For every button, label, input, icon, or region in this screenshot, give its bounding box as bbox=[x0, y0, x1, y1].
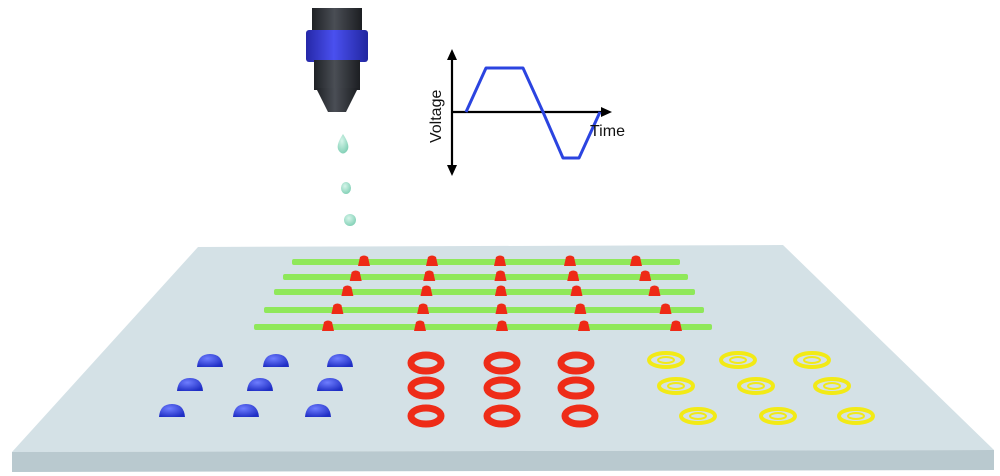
line-crossing-bump bbox=[322, 320, 334, 331]
printed-red-rings bbox=[407, 351, 599, 428]
line-crossing-bump bbox=[417, 303, 430, 314]
droplet bbox=[344, 214, 356, 226]
yellow-ring-inner bbox=[823, 382, 841, 390]
red-ring bbox=[561, 404, 599, 428]
substrate-top-surface bbox=[12, 245, 994, 452]
y-axis-label: Voltage bbox=[428, 90, 445, 143]
yellow-ring-inner bbox=[747, 382, 765, 390]
line-crossing-bump bbox=[331, 303, 344, 314]
line-crossing-bump bbox=[494, 270, 507, 281]
nozzle-tip bbox=[316, 88, 358, 112]
droplet bbox=[341, 182, 351, 194]
line-crossing-bump bbox=[564, 255, 576, 266]
line-crossing-bump bbox=[570, 285, 583, 296]
yellow-ring-inner bbox=[667, 382, 685, 390]
line-crossing-bump bbox=[423, 270, 436, 281]
printed-line-grid bbox=[254, 255, 712, 331]
voltage-axis-arrow-down bbox=[447, 165, 457, 176]
dome-dot bbox=[317, 378, 343, 391]
waveform-trace bbox=[464, 66, 602, 160]
line-crossing-bump bbox=[349, 270, 362, 281]
yellow-ring bbox=[657, 377, 695, 395]
red-ring bbox=[483, 376, 521, 400]
waveform-inset: Voltage Time bbox=[428, 49, 625, 176]
nozzle-lower-body bbox=[314, 60, 360, 90]
dome-dot bbox=[327, 354, 353, 367]
line-crossing-bump bbox=[639, 270, 652, 281]
yellow-ring-inner bbox=[769, 412, 787, 420]
yellow-ring bbox=[737, 377, 775, 395]
yellow-ring bbox=[793, 351, 831, 369]
printed-line bbox=[254, 324, 712, 330]
red-ring bbox=[483, 351, 521, 375]
line-crossing-bump bbox=[341, 285, 354, 296]
time-axis-arrow bbox=[601, 107, 612, 117]
red-ring bbox=[483, 404, 521, 428]
printhead-nozzle bbox=[306, 8, 368, 112]
substrate-front-edge bbox=[12, 450, 994, 472]
line-crossing-bump bbox=[659, 303, 672, 314]
line-crossing-bump bbox=[414, 320, 426, 331]
yellow-ring bbox=[679, 407, 717, 425]
yellow-ring bbox=[837, 407, 875, 425]
yellow-ring-inner bbox=[657, 356, 675, 364]
line-crossing-bump bbox=[496, 320, 508, 331]
line-crossing-bump bbox=[648, 285, 661, 296]
line-crossing-bump bbox=[358, 255, 370, 266]
printed-line bbox=[292, 259, 680, 265]
voltage-axis-arrow-up bbox=[447, 49, 457, 60]
line-crossing-bump bbox=[495, 303, 508, 314]
yellow-ring bbox=[759, 407, 797, 425]
yellow-ring bbox=[647, 351, 685, 369]
yellow-ring-inner bbox=[689, 412, 707, 420]
line-crossing-bump bbox=[630, 255, 642, 266]
yellow-ring bbox=[719, 351, 757, 369]
printed-line bbox=[264, 307, 704, 313]
dome-dot bbox=[177, 378, 203, 391]
printed-yellow-rings bbox=[647, 351, 875, 425]
dome-dot bbox=[197, 354, 223, 367]
dome-dot bbox=[247, 378, 273, 391]
line-crossing-bump bbox=[494, 255, 506, 266]
printed-dome-dots bbox=[159, 354, 353, 417]
line-crossing-bump bbox=[670, 320, 682, 331]
red-ring bbox=[407, 351, 445, 375]
ejected-droplets bbox=[337, 134, 356, 226]
x-axis-label: Time bbox=[590, 123, 625, 140]
red-ring bbox=[407, 376, 445, 400]
line-crossing-bump bbox=[426, 255, 438, 266]
dome-dot bbox=[159, 404, 185, 417]
line-crossing-bump bbox=[420, 285, 433, 296]
dome-dot bbox=[233, 404, 259, 417]
line-crossing-bump bbox=[578, 320, 590, 331]
yellow-ring bbox=[813, 377, 851, 395]
nozzle-band bbox=[306, 30, 368, 62]
red-ring bbox=[407, 404, 445, 428]
yellow-ring-inner bbox=[729, 356, 747, 364]
red-ring bbox=[557, 376, 595, 400]
printed-line bbox=[283, 274, 688, 280]
droplet-teardrop bbox=[337, 134, 349, 154]
line-crossing-bump bbox=[567, 270, 580, 281]
dome-dot bbox=[305, 404, 331, 417]
yellow-ring-inner bbox=[803, 356, 821, 364]
line-crossing-bump bbox=[574, 303, 587, 314]
line-crossing-bump bbox=[494, 285, 507, 296]
red-ring bbox=[557, 351, 595, 375]
printed-line bbox=[274, 289, 695, 295]
substrate bbox=[12, 245, 994, 472]
yellow-ring-inner bbox=[847, 412, 865, 420]
dome-dot bbox=[263, 354, 289, 367]
nozzle-upper-body bbox=[312, 8, 362, 32]
